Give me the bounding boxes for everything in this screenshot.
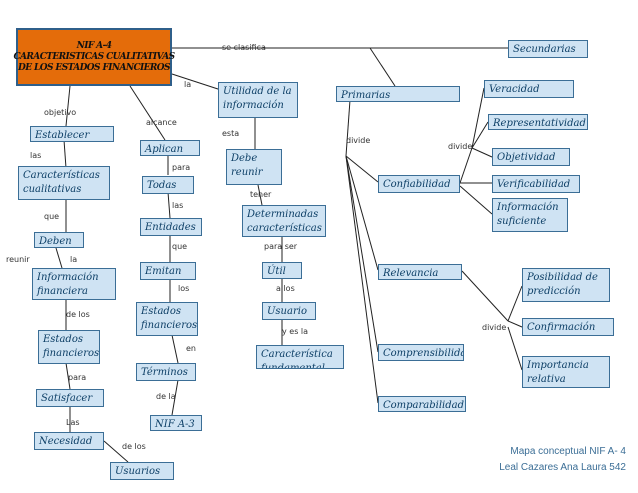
label-la: la bbox=[184, 80, 192, 89]
credit-title: Mapa conceptual NIF A- 4 bbox=[510, 446, 626, 457]
label-tener: tener bbox=[250, 190, 272, 199]
node-terminos[interactable]: Términos bbox=[136, 363, 196, 381]
node-importancia-relativa[interactable]: Importancia relativa bbox=[522, 356, 610, 388]
label-divide-relevancia: divide bbox=[482, 323, 507, 332]
label-divide-primarias: divide bbox=[346, 136, 371, 145]
label-objetivo: objetivo bbox=[44, 108, 77, 117]
label-la-2: la bbox=[70, 255, 78, 264]
node-confiabilidad[interactable]: Confiabilidad bbox=[378, 175, 460, 193]
node-estados-financieros-1[interactable]: Estados financieros bbox=[136, 302, 198, 336]
title-line-3: DE LOS ESTADOS FINANCIEROS bbox=[18, 62, 171, 73]
label-alcance: alcance bbox=[146, 118, 177, 127]
credit-author: Leal Cazares Ana Laura 542 bbox=[499, 462, 626, 473]
label-de-la: de la bbox=[156, 392, 176, 401]
node-informacion-suficiente[interactable]: Información suficiente bbox=[492, 198, 568, 232]
node-util[interactable]: Útil bbox=[262, 262, 302, 279]
node-aplican[interactable]: Aplican bbox=[140, 140, 200, 156]
node-objetividad[interactable]: Objetividad bbox=[492, 148, 570, 166]
label-para-ser: para ser bbox=[264, 242, 298, 251]
label-que-1: que bbox=[44, 212, 60, 221]
node-caracteristica-fundamental[interactable]: Característica fundamental bbox=[256, 345, 344, 369]
node-utilidad-informacion[interactable]: Utilidad de la información bbox=[218, 82, 298, 118]
node-usuario[interactable]: Usuario bbox=[262, 302, 316, 320]
node-informacion-financiera[interactable]: Información financiera bbox=[32, 268, 116, 300]
label-los-1: los bbox=[178, 284, 190, 293]
node-representatividad[interactable]: Representatividad bbox=[488, 114, 588, 130]
label-de-los-1: de los bbox=[66, 310, 90, 319]
node-primarias[interactable]: Primarias bbox=[336, 86, 460, 102]
label-para-1: para bbox=[172, 163, 191, 172]
node-emitan[interactable]: Emitan bbox=[140, 262, 196, 280]
label-de-los-2: de los bbox=[122, 442, 146, 451]
node-posibilidad-prediccion[interactable]: Posibilidad de predicción bbox=[522, 268, 610, 302]
node-comparabilidad[interactable]: Comparabilidad bbox=[378, 396, 466, 412]
label-se-clasifica: se clasifica bbox=[222, 43, 266, 52]
node-usuarios[interactable]: Usuarios bbox=[110, 462, 174, 480]
title-line-1: NIF A-4 bbox=[76, 40, 112, 51]
label-las-1: las bbox=[30, 151, 42, 160]
label-las-3: Las bbox=[66, 418, 80, 427]
label-para-2: para bbox=[68, 373, 87, 382]
label-a-los: a los bbox=[276, 284, 295, 293]
node-nif-a3[interactable]: NIF A-3 bbox=[150, 415, 202, 431]
node-establecer[interactable]: Establecer bbox=[30, 126, 114, 142]
label-las-2: las bbox=[172, 201, 184, 210]
node-entidades[interactable]: Entidades bbox=[140, 218, 202, 236]
node-confirmacion[interactable]: Confirmación bbox=[522, 318, 614, 336]
title-box: NIF A-4 CARACTERISTICAS CUALITATIVAS DE … bbox=[13, 28, 175, 86]
node-necesidad[interactable]: Necesidad bbox=[34, 432, 104, 450]
node-estados-financieros-2[interactable]: Estados financieros bbox=[38, 330, 100, 364]
node-determinadas-caracteristicas[interactable]: Determinadas características bbox=[242, 205, 326, 237]
node-caracteristicas-cualitativas[interactable]: Características cualitativas bbox=[18, 166, 110, 200]
label-en: en bbox=[186, 344, 196, 353]
node-todas[interactable]: Todas bbox=[142, 176, 194, 194]
node-verificabilidad[interactable]: Verificabilidad bbox=[492, 175, 580, 193]
label-que-2: que bbox=[172, 242, 188, 251]
label-esta: esta bbox=[222, 129, 240, 138]
node-relevancia[interactable]: Relevancia bbox=[378, 264, 462, 280]
node-comprensibilidad[interactable]: Comprensibilidad bbox=[378, 344, 464, 361]
label-y-es-la: y es la bbox=[282, 327, 309, 336]
title-line-2: CARACTERISTICAS CUALITATIVAS bbox=[13, 51, 175, 62]
node-debe-reunir[interactable]: Debe reunir bbox=[226, 149, 282, 185]
label-reunir: reunir bbox=[6, 255, 30, 264]
node-deben[interactable]: Deben bbox=[34, 232, 84, 248]
node-veracidad[interactable]: Veracidad bbox=[484, 80, 574, 98]
label-divide-confiabilidad: divide bbox=[448, 142, 473, 151]
node-secundarias[interactable]: Secundarias bbox=[508, 40, 588, 58]
node-satisfacer[interactable]: Satisfacer bbox=[36, 389, 104, 407]
